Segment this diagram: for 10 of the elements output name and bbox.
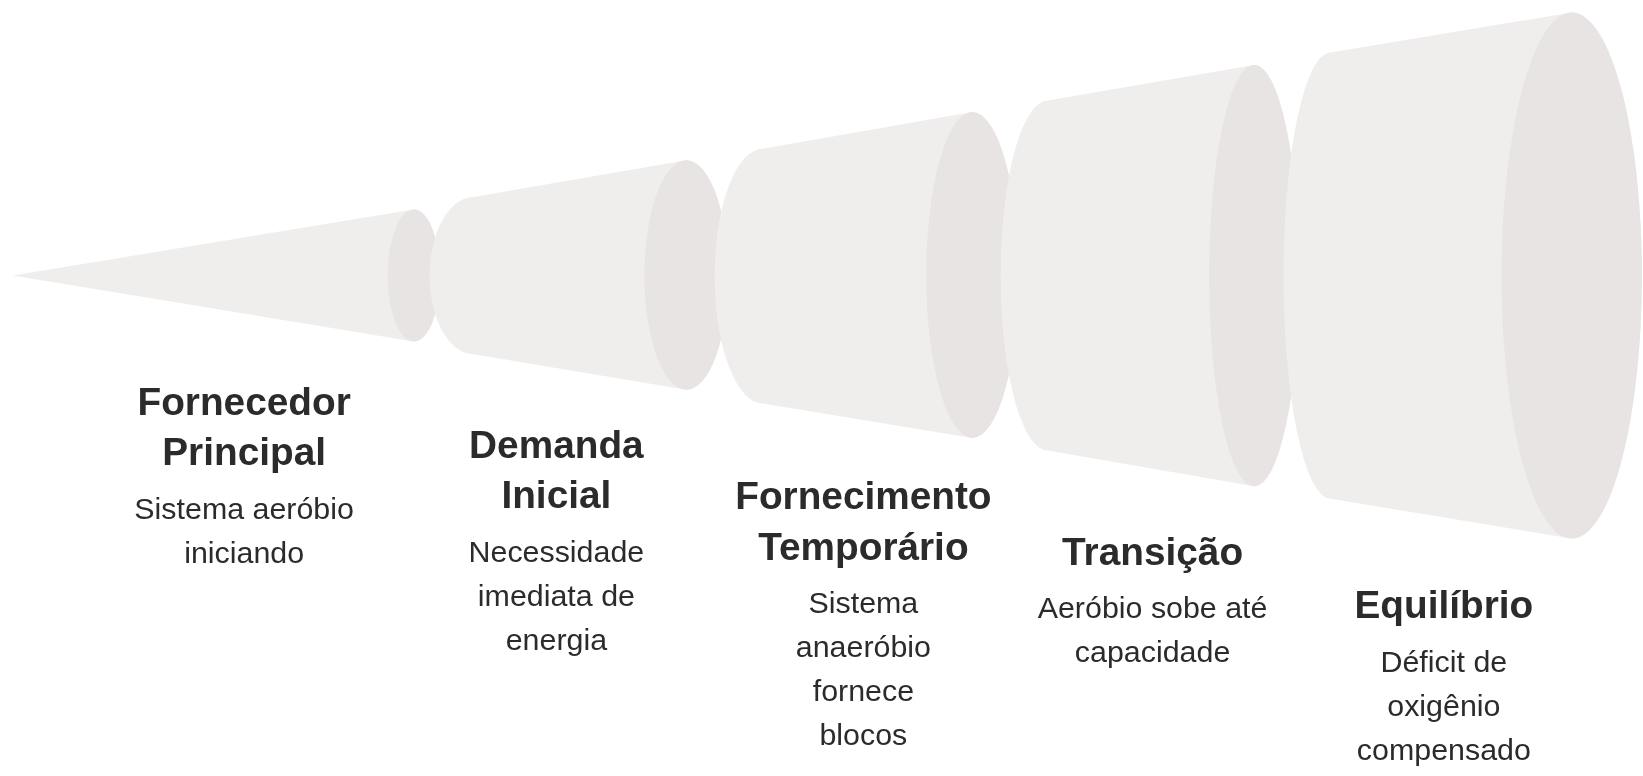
stage-heading: Demanda Inicial [468,422,645,519]
stage-description: Sistema anaeróbio fornece blocos [794,584,932,754]
stage-heading: Transição [1061,529,1245,576]
stage-heading: Fornecedor Principal [136,379,352,476]
stage-description: Déficit de oxigênio compensado [1355,643,1532,769]
stage-description: Necessidade imediata de energia [467,533,646,659]
stage-description: Sistema aeróbio iniciando [133,490,355,572]
stage-heading: Equilíbrio [1353,582,1535,629]
stage-description: Aeróbio sobe até capacidade [1036,590,1269,671]
stage-heading: Fornecimento Temporário [734,473,993,570]
